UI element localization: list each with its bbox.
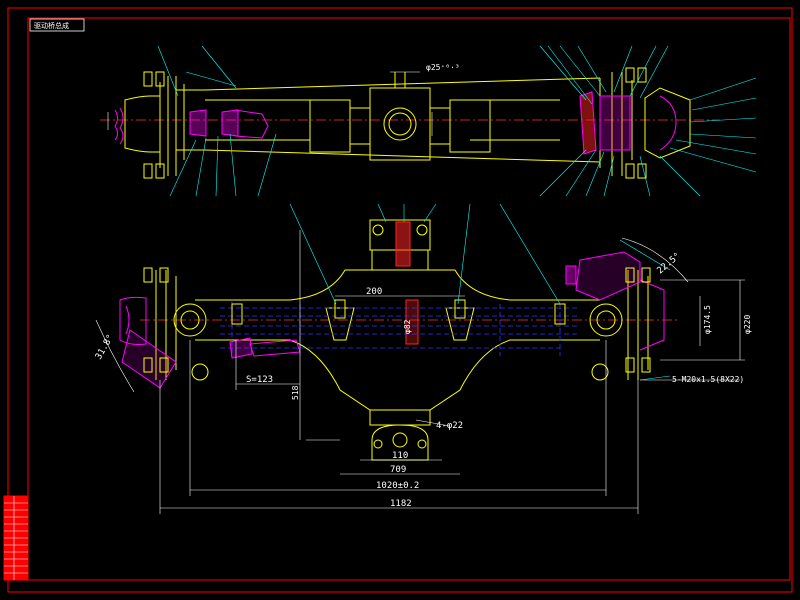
dimension-lines [95, 230, 745, 514]
dim-housing-label: φ25⁺⁰·³ [426, 63, 460, 72]
hub-bolts-top [143, 67, 647, 179]
section-hatch [395, 221, 419, 345]
leader-lines-top [157, 45, 757, 197]
front-view [95, 203, 745, 514]
dim-110-label: 110 [392, 451, 408, 461]
dim-709-label: 709 [390, 465, 406, 475]
top-view: φ25⁺⁰·³ [100, 45, 757, 197]
dim-track-label: 1020±0.2 [376, 481, 419, 491]
axle-housing-front [155, 219, 649, 461]
drawing-border [7, 7, 793, 593]
dim-offset-label: S=123 [246, 375, 273, 385]
dim-thread-label: 5-M20x1.5(8X22) [672, 375, 744, 384]
dim-flange-label: φ220 [743, 315, 752, 334]
dim-overall-label: 1182 [390, 499, 412, 509]
title-block [3, 495, 29, 581]
leader-lines-front [289, 203, 671, 381]
dim-holes-label: 4-φ22 [436, 421, 463, 431]
hidden-lines [220, 300, 580, 356]
hub-bolts-front [143, 267, 651, 373]
dim-height-label: 518 [291, 385, 300, 400]
title-label: 驱动桥总成 [34, 21, 69, 30]
dim-bore-label: φ82 [403, 319, 412, 334]
dim-housing-top [107, 71, 433, 136]
axle-tube-top [124, 72, 691, 176]
dim-bolt-circle-label: φ174.5 [703, 305, 712, 334]
half-shaft-joint [114, 91, 677, 155]
dim-width-label: 200 [366, 287, 382, 297]
title-tag: 驱动桥总成 [29, 18, 85, 32]
dim-angle-left-label: 31.8° [94, 333, 116, 361]
